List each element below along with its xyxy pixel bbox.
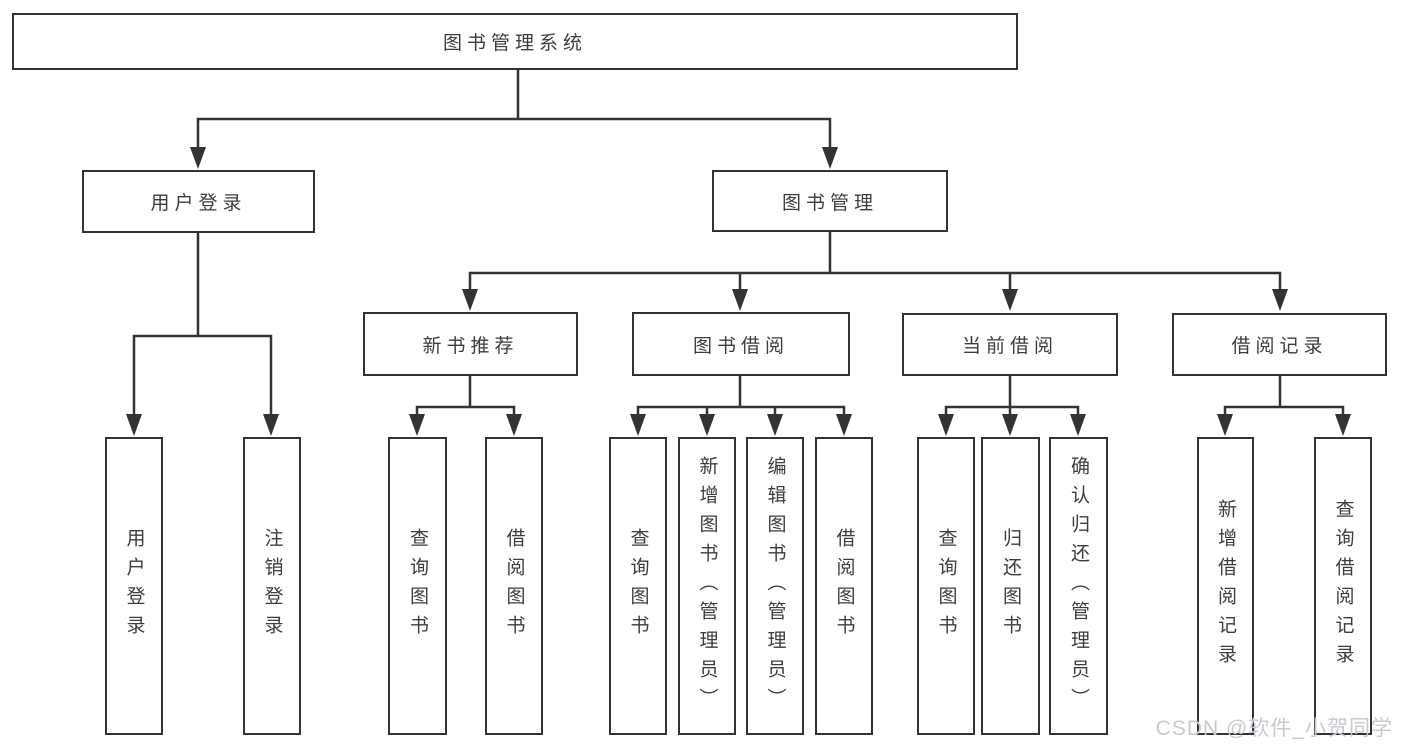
leaf-edit-book-admin-label: 编辑图书（管理员） — [764, 455, 786, 717]
node-new-book-recommend-label: 新书推荐 — [422, 335, 519, 357]
leaf-edit-book-admin: 编辑图书（管理员） — [746, 437, 804, 735]
leaf-return-books-label: 归还图书 — [1000, 528, 1021, 644]
leaf-borrow-books-recommend: 借阅图书 — [485, 437, 543, 735]
leaf-add-borrow-record-label: 新增借阅记录 — [1215, 499, 1236, 673]
leaf-add-book-admin: 新增图书（管理员） — [678, 437, 736, 735]
leaf-confirm-return-admin-label: 确认归还（管理员） — [1068, 455, 1089, 717]
leaf-query-books-recommend: 查询图书 — [388, 437, 447, 735]
node-user-login-label: 用户登录 — [150, 193, 247, 214]
leaf-return-books: 归还图书 — [981, 437, 1040, 735]
leaf-query-borrow-record-label: 查询借阅记录 — [1332, 499, 1354, 673]
node-current-borrow-label: 当前借阅 — [961, 336, 1058, 357]
leaf-query-books-current: 查询图书 — [917, 437, 975, 735]
node-new-book-recommend: 新书推荐 — [363, 312, 578, 376]
leaf-query-books-borrow-label: 查询图书 — [627, 528, 649, 644]
node-root-label: 图书管理系统 — [442, 33, 587, 54]
node-borrow-records-label: 借阅记录 — [1231, 336, 1328, 357]
node-book-borrow-label: 图书借阅 — [692, 335, 789, 357]
leaf-add-book-admin-label: 新增图书（管理员） — [696, 455, 718, 717]
leaf-add-borrow-record: 新增借阅记录 — [1197, 437, 1254, 735]
leaf-query-books-borrow: 查询图书 — [609, 437, 667, 735]
node-current-borrow: 当前借阅 — [902, 313, 1118, 376]
leaf-confirm-return-admin: 确认归还（管理员） — [1049, 437, 1108, 735]
leaf-logout-label: 注销登录 — [261, 528, 283, 644]
leaf-query-borrow-record: 查询借阅记录 — [1314, 437, 1372, 735]
leaf-query-books-current-label: 查询图书 — [935, 528, 957, 644]
leaf-user-login: 用户登录 — [105, 437, 163, 735]
node-book-management-label: 图书管理 — [781, 192, 878, 214]
leaf-query-books-recommend-label: 查询图书 — [407, 528, 428, 644]
watermark: CSDN @软件_小贺同学 — [1155, 717, 1393, 740]
leaf-logout: 注销登录 — [243, 437, 301, 735]
node-book-management: 图书管理 — [712, 170, 948, 232]
node-root: 图书管理系统 — [12, 13, 1018, 70]
node-borrow-records: 借阅记录 — [1172, 313, 1387, 376]
leaf-borrow-books-recommend-label: 借阅图书 — [503, 528, 525, 644]
leaf-borrow-books: 借阅图书 — [815, 437, 873, 735]
leaf-borrow-books-label: 借阅图书 — [833, 528, 855, 644]
node-user-login: 用户登录 — [82, 170, 315, 233]
leaf-user-login-label: 用户登录 — [123, 528, 145, 644]
node-book-borrow: 图书借阅 — [632, 312, 850, 376]
